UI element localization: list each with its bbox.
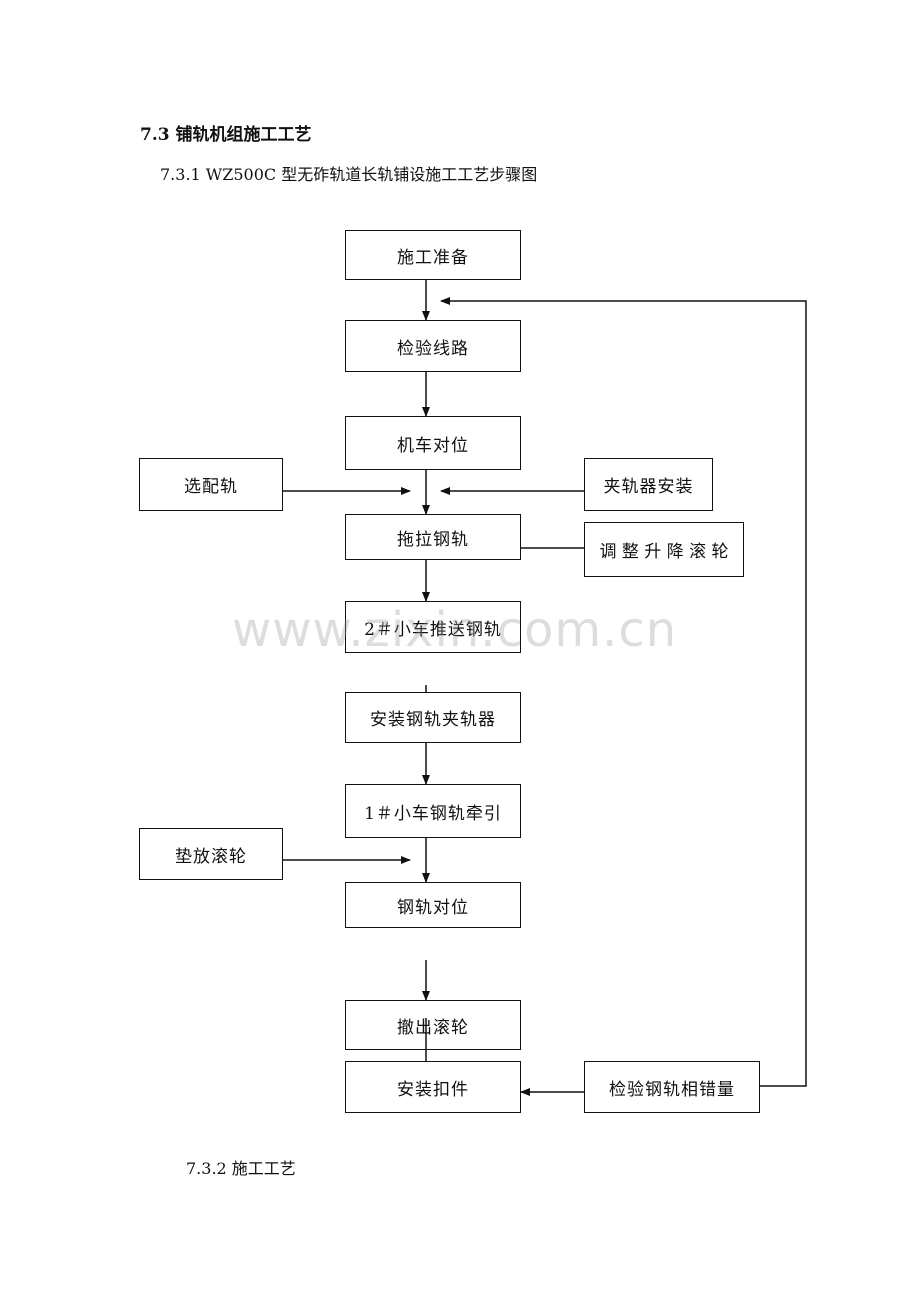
step-drag-rail: 拖拉钢轨 [345, 514, 521, 560]
step-inspect-line: 检验线路 [345, 320, 521, 372]
step-cart1-rail-pull: 1＃小车钢轨牵引 [345, 784, 521, 838]
step-rail-align: 钢轨对位 [345, 882, 521, 928]
step-install-fasteners: 安装扣件 [345, 1061, 521, 1113]
step-locomotive-align: 机车对位 [345, 416, 521, 470]
input-clamp-install: 夹轨器安装 [584, 458, 713, 511]
step-remove-rollers: 撤出滚轮 [345, 1000, 521, 1050]
figure-caption: 7.3.1 WZ500C 型无砟轨道长轨铺设施工工艺步骤图 [160, 165, 538, 184]
feedback-loop [440, 297, 807, 1087]
section-footer-heading: 7.3.2 施工工艺 [186, 1159, 296, 1178]
step-construction-prep: 施工准备 [345, 230, 521, 280]
input-adjust-rollers: 调 整 升 降 滚 轮 [584, 522, 744, 577]
input-select-rail: 选配轨 [139, 458, 283, 511]
step-install-rail-clamp: 安装钢轨夹轨器 [345, 692, 521, 743]
input-place-rollers: 垫放滚轮 [139, 828, 283, 880]
step-cart2-push-rail: 2＃小车推送钢轨 [345, 601, 521, 653]
section-heading: 7.3 铺轨机组施工工艺 [140, 125, 312, 145]
input-check-rail-offset: 检验钢轨相错量 [584, 1061, 760, 1113]
